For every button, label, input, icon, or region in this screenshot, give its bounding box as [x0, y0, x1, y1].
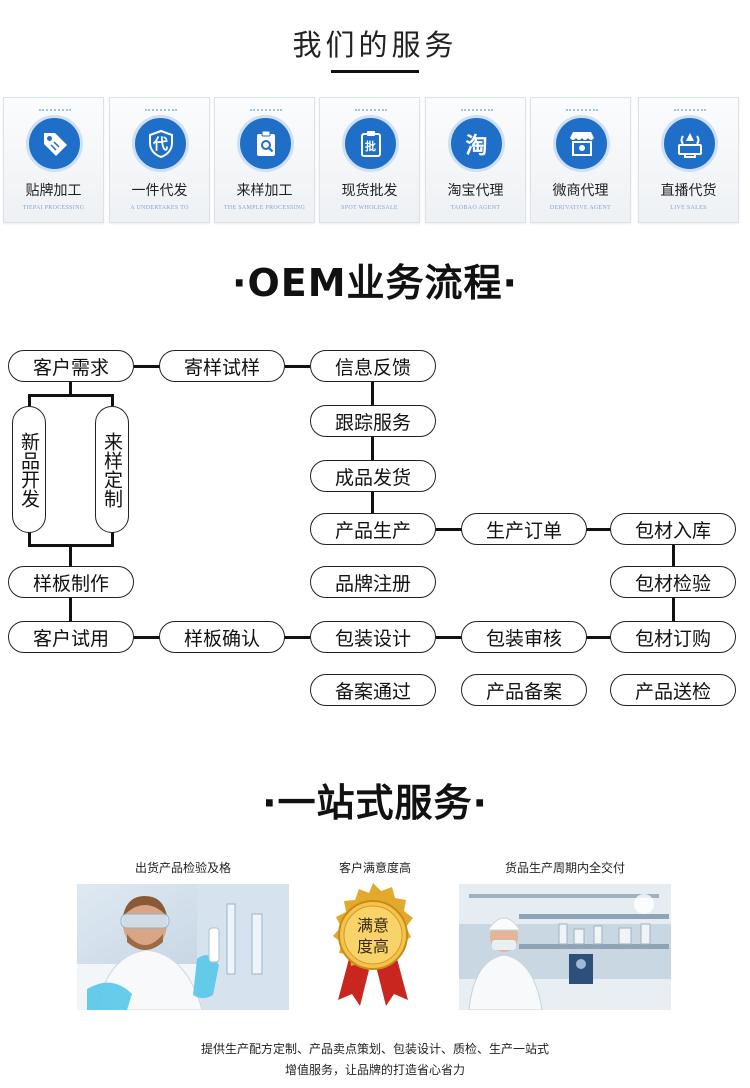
title-underline — [331, 70, 419, 73]
decorative-dots — [355, 109, 387, 111]
production-lab-photo — [459, 884, 671, 1010]
footer-line-2: 增值服务，让品牌的打造省心省力 — [284, 1063, 465, 1077]
footer-line-1: 提供生产配方定制、产品卖点策划、包装设计、质检、生产一站式 — [200, 1042, 549, 1056]
service-cards: 贴牌加工 TIEPAI PROCESSING 代 一件代发 A UNDERTAK… — [0, 97, 750, 223]
decorative-dots — [674, 109, 706, 111]
flow-node-baozhuang-shenhe: 包装审核 — [461, 621, 587, 653]
flow-node-pinpai-zhuce: 品牌注册 — [310, 566, 436, 598]
flow-connector — [134, 365, 160, 368]
flow-connector — [436, 528, 462, 531]
flow-node-chanpin-shengchan: 产品生产 — [310, 513, 436, 545]
card-name: 一件代发 — [131, 183, 188, 199]
caption-quality: 出货产品检验及格 — [134, 861, 231, 875]
clipboard-glyph: 批 — [365, 139, 376, 153]
flow-connector — [436, 636, 462, 639]
flow-node-kehu-shiyong: 客户试用 — [8, 621, 134, 653]
flow-node-shengchan-dingdan: 生产订单 — [461, 513, 587, 545]
card-subtitle: TIEPAI PROCESSING — [22, 205, 85, 211]
card-subtitle: DERIVATIVE AGENT — [549, 205, 612, 211]
decorative-dots — [39, 109, 71, 111]
satisfaction-medal-icon: 满意 度高 — [318, 880, 428, 1010]
shield-icon: 代 — [132, 115, 189, 172]
card-name: 微商代理 — [552, 183, 609, 199]
shield-glyph: 代 — [152, 135, 168, 153]
flow-node-jiyang-shiyang: 寄样试样 — [159, 350, 285, 382]
services-title: 我们的服务 — [292, 28, 458, 62]
flow-node-chengpin-fahuo: 成品发货 — [310, 460, 436, 492]
taobao-glyph: 淘 — [465, 133, 488, 159]
card-name: 淘宝代理 — [447, 183, 504, 199]
decorative-dots — [566, 109, 598, 111]
flow-connector — [69, 598, 72, 622]
flow-connector — [28, 394, 114, 397]
flow-connector — [69, 544, 72, 567]
service-card-zhibo[interactable]: 直播代货 LIVE SALES — [638, 97, 739, 223]
service-card-taobao[interactable]: 淘 淘宝代理 TAOBAO AGENT — [425, 97, 526, 223]
flow-connector — [69, 382, 72, 396]
flow-node-yangban-zhizuo: 样板制作 — [8, 566, 134, 598]
flow-connector — [284, 636, 310, 639]
service-card-xianhuo[interactable]: 批 现货批发 SPOT WHOLESALE — [319, 97, 420, 223]
decorative-dots — [250, 109, 282, 111]
flow-connector — [371, 437, 374, 461]
live-stream-icon — [661, 115, 718, 172]
flow-node-chanpin-songjian: 产品送检 — [610, 674, 736, 706]
service-card-tiepai[interactable]: 贴牌加工 TIEPAI PROCESSING — [3, 97, 104, 223]
flow-node-baozhuang-sheji: 包装设计 — [310, 621, 436, 653]
medal-text-line1: 满意 — [357, 916, 389, 935]
flow-connector — [586, 636, 611, 639]
card-subtitle: THE SAMPLE PROCESSING — [223, 205, 306, 211]
flow-node-baocai-dinggou: 包材订购 — [610, 621, 736, 653]
card-subtitle: TAOBAO AGENT — [450, 205, 501, 211]
flow-connector — [28, 532, 31, 546]
service-card-weishang[interactable]: 微商代理 DERIVATIVE AGENT — [530, 97, 631, 223]
flow-node-genzong-fuwu: 跟踪服务 — [310, 405, 436, 437]
caption-delivery: 货品生产周期内全交付 — [504, 861, 625, 875]
card-name: 来样加工 — [236, 183, 293, 199]
one-stop-title: ·一站式服务· — [262, 781, 488, 825]
oem-flow-title: ·OEM业务流程· — [232, 261, 518, 305]
service-card-yijian-daifa[interactable]: 代 一件代发 A UNDERTAKES TO — [109, 97, 210, 223]
decorative-dots — [461, 109, 493, 111]
tag-icon — [26, 115, 83, 172]
card-name: 直播代货 — [660, 183, 717, 199]
decorative-dots — [145, 109, 177, 111]
flow-connector — [672, 545, 675, 567]
flow-connector — [134, 636, 160, 639]
flow-connector — [285, 365, 310, 368]
flow-node-baocai-ruku: 包材入库 — [610, 513, 736, 545]
flow-connector — [586, 528, 611, 531]
flow-node-chanpin-bei-an: 产品备案 — [461, 674, 587, 706]
taobao-icon: 淘 — [448, 115, 505, 172]
flow-connector — [111, 532, 114, 546]
flow-connector — [111, 394, 114, 406]
clipboard-icon: 批 — [342, 115, 399, 172]
flow-connector — [672, 598, 675, 622]
lab-scientist-photo — [77, 884, 289, 1010]
service-card-laiyang[interactable]: 来样加工 THE SAMPLE PROCESSING — [214, 97, 315, 223]
storefront-icon — [553, 115, 610, 172]
flow-node-yangban-queren: 样板确认 — [159, 621, 285, 653]
medal-text-line2: 度高 — [357, 937, 389, 956]
card-name: 贴牌加工 — [25, 183, 82, 199]
flow-node-bei-an-tongguo: 备案通过 — [310, 674, 436, 706]
card-name: 现货批发 — [341, 183, 398, 199]
card-subtitle: SPOT WHOLESALE — [341, 205, 398, 211]
caption-satisfaction: 客户满意度高 — [338, 861, 411, 875]
flow-node-xinpin-kaifa: 新品开发 — [12, 406, 46, 533]
flow-node-xinxi-fankui: 信息反馈 — [310, 350, 436, 382]
flow-connector — [28, 394, 31, 406]
card-subtitle: LIVE SALES — [670, 205, 707, 211]
flow-node-baocai-jianyan: 包材检验 — [610, 566, 736, 598]
flow-node-laiyang-dingzhi: 来样定制 — [95, 406, 129, 533]
clipboard-wrench-icon — [237, 115, 294, 172]
flow-node-kehu-xuqiu: 客户需求 — [8, 350, 134, 382]
flow-connector — [371, 492, 374, 514]
card-subtitle: A UNDERTAKES TO — [130, 205, 189, 211]
flow-connector — [371, 382, 374, 406]
